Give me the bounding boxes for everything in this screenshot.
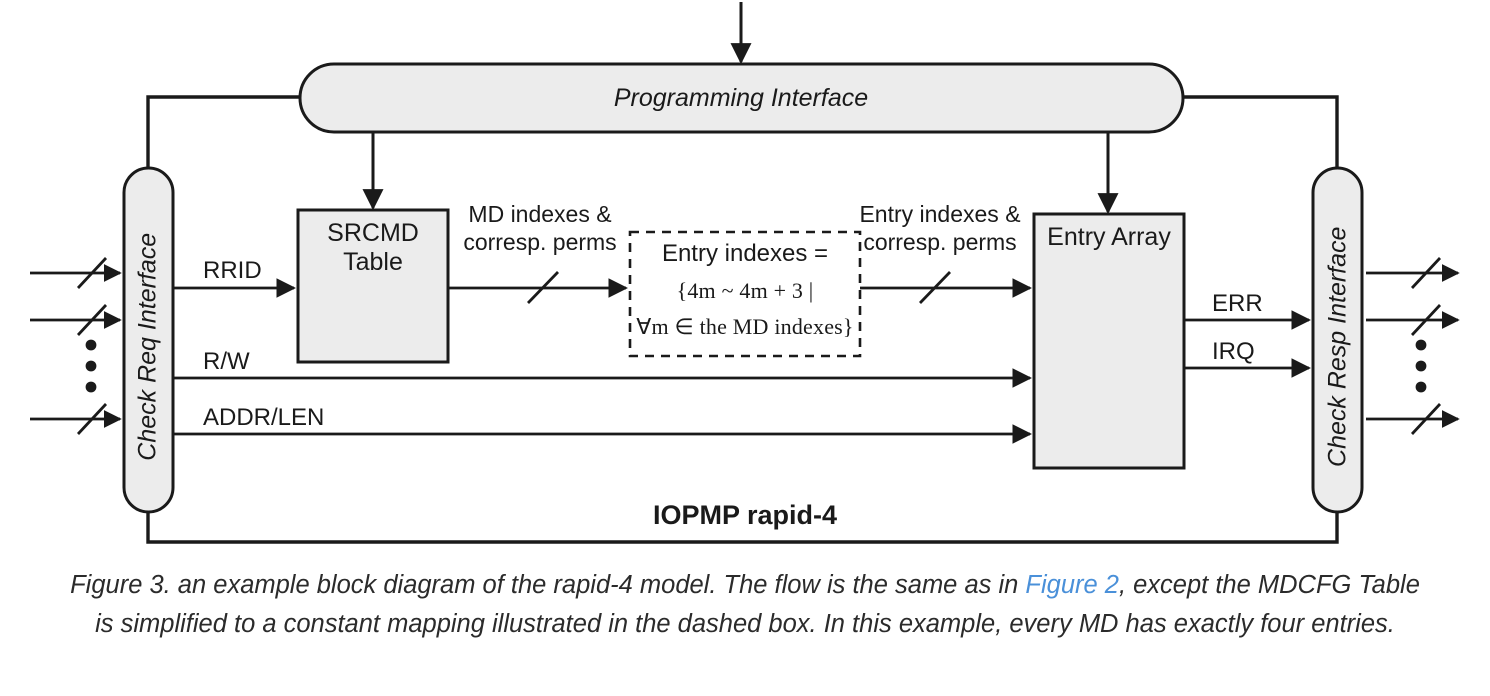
constant-mapping-dashed-box (628, 230, 862, 358)
md-index-flow-label-line2: corresp. perms (463, 229, 617, 255)
figure-caption: Figure 3. an example block diagram of th… (60, 566, 1430, 644)
iopmp-boundary (146, 95, 1339, 544)
bus-tick-resp-3 (1410, 403, 1442, 435)
external-response-outputs (1366, 264, 1460, 428)
bus-tick-req-3 (76, 403, 108, 435)
srcmd-table-label-line2: Table (343, 248, 403, 276)
check-req-interface-label: Check Req Interface (133, 232, 162, 461)
figure-2-link[interactable]: Figure 2 (1025, 571, 1119, 599)
entry-index-flow-label-line1: Entry indexes & (859, 201, 1021, 227)
srcmd-table-block (296, 208, 450, 364)
check-resp-interface-label: Check Resp Interface (1323, 226, 1352, 467)
check-req-interface-block (122, 166, 175, 514)
rrid-signal-label: RRID (203, 257, 262, 284)
addrlen-signal-label: ADDR/LEN (203, 404, 325, 431)
ellipsis-dot (1415, 339, 1427, 351)
dashed-box-math-line-1: {4m ~ 4m + 3 | (676, 278, 814, 303)
irq-signal-label: IRQ (1212, 338, 1255, 365)
request-inputs-ellipsis (85, 339, 97, 393)
ellipsis-dot (85, 381, 97, 393)
bus-tick-entry (918, 271, 952, 304)
bus-tick-req-1 (76, 257, 108, 289)
iopmp-system-label: IOPMP rapid-4 (652, 500, 838, 530)
ellipsis-dot (85, 339, 97, 351)
md-index-flow-label-line1: MD indexes & (468, 201, 612, 227)
check-resp-interface-block (1311, 166, 1364, 514)
caption-part-2: , except the MDCFG Table is simplified t… (95, 571, 1420, 638)
bus-tick-md (526, 271, 560, 304)
dashed-box-math-line-2: ∀m ∈ the MD indexes} (636, 314, 854, 339)
bus-tick-req-2 (76, 304, 108, 336)
bus-tick-resp-2 (1410, 304, 1442, 336)
ellipsis-dot (85, 360, 97, 372)
entry-index-flow-label-line2: corresp. perms (863, 229, 1017, 255)
response-output-bus-ticks (1410, 257, 1442, 435)
ellipsis-dot (1415, 381, 1427, 393)
ellipsis-dot (1415, 360, 1427, 372)
entry-array-block (1032, 212, 1186, 470)
bus-tick-resp-1 (1410, 257, 1442, 289)
rw-signal-label: R/W (203, 348, 250, 375)
programming-interface-label: Programming Interface (613, 84, 869, 112)
err-signal-label: ERR (1212, 290, 1263, 317)
internal-signal-paths (173, 278, 1311, 444)
entry-array-label: Entry Array (1047, 223, 1171, 251)
external-request-inputs (30, 264, 122, 428)
srcmd-table-label-line1: SRCMD (327, 219, 419, 247)
dashed-box-heading: Entry indexes = (661, 240, 829, 267)
response-outputs-ellipsis (1415, 339, 1427, 393)
internal-bus-width-ticks (526, 271, 952, 304)
caption-part-1: Figure 3. an example block diagram of th… (70, 571, 1026, 599)
request-input-bus-ticks (76, 257, 108, 435)
